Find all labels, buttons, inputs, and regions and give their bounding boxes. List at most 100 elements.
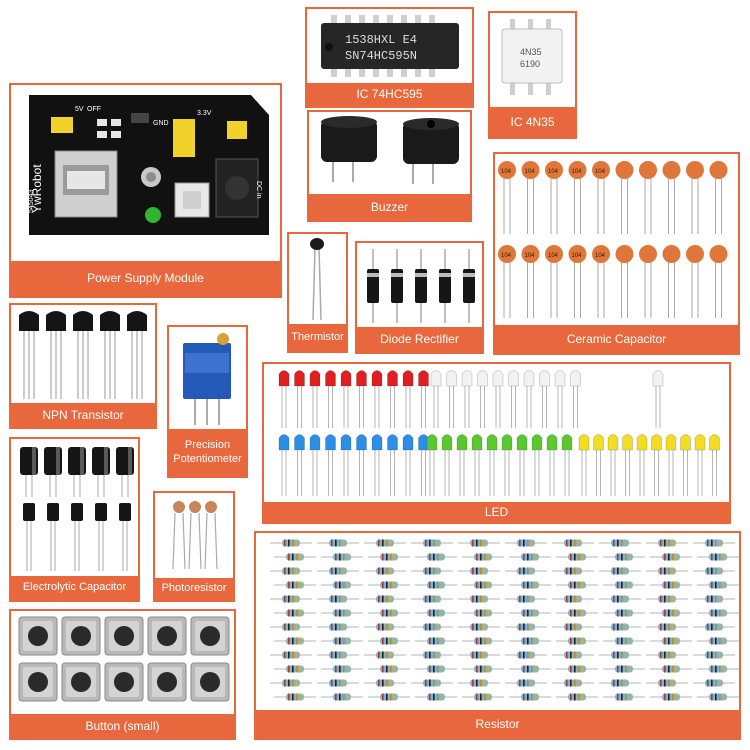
resistor	[415, 553, 457, 561]
resistor	[603, 553, 645, 561]
resistor	[462, 665, 504, 673]
precision-potentiometer-panel: Precision Potentiometer	[167, 325, 248, 478]
resistor	[462, 581, 504, 589]
led	[607, 434, 619, 496]
resistor	[368, 637, 410, 645]
resistor	[505, 567, 547, 575]
resistor	[693, 595, 735, 603]
resistor	[509, 693, 551, 701]
resistor	[646, 623, 688, 631]
resistor	[274, 581, 316, 589]
led	[441, 434, 453, 496]
resistor	[697, 665, 739, 673]
photoresistor-image	[155, 493, 233, 579]
resistor	[321, 581, 363, 589]
resistor	[599, 539, 641, 547]
thermistor-panel: Thermistor	[287, 232, 348, 353]
led	[651, 434, 662, 496]
resistor	[509, 637, 551, 645]
button-small-image	[11, 611, 234, 715]
led	[371, 370, 383, 428]
resistor	[693, 539, 735, 547]
potentiometer-image	[169, 327, 246, 431]
resistor	[552, 539, 594, 547]
resistor	[556, 665, 598, 673]
resistor	[650, 581, 692, 589]
diode	[391, 249, 403, 323]
npn-transistor	[73, 311, 93, 399]
ceramic-capacitor	[615, 245, 634, 318]
buzzer-panel: Buzzer	[307, 110, 472, 222]
resistor	[411, 623, 453, 631]
resistor	[321, 665, 363, 673]
resistor	[599, 651, 641, 659]
npn-transistor	[19, 311, 39, 399]
led	[694, 434, 706, 496]
resistor	[317, 539, 359, 547]
led	[278, 370, 290, 428]
resistor	[650, 637, 692, 645]
led	[278, 434, 290, 496]
resistor	[458, 623, 500, 631]
resistor	[650, 553, 692, 561]
resistor	[509, 665, 551, 673]
resistor	[317, 595, 359, 603]
ceramic-capacitor: 104	[498, 245, 516, 318]
board-brand-text: YwRobot	[30, 164, 44, 213]
led	[309, 370, 321, 428]
resistor	[411, 595, 453, 603]
led	[578, 434, 590, 496]
resistor	[552, 679, 594, 687]
electrolytic-capacitor	[68, 447, 86, 497]
npn-transistor-image	[11, 305, 155, 405]
resistor	[646, 679, 688, 687]
resistor	[364, 623, 406, 631]
resistor	[415, 609, 457, 617]
capacitor-code: 104	[595, 169, 606, 175]
led	[531, 434, 543, 496]
thermistor-image	[289, 234, 346, 326]
diode-rectifier-image	[357, 243, 482, 329]
ceramic-capacitor	[709, 245, 728, 318]
ic-4n35-image: 4N35 6190	[490, 13, 575, 109]
led	[356, 370, 367, 428]
led	[680, 434, 691, 496]
ceramic-capacitor: 104	[592, 245, 610, 318]
led	[652, 370, 664, 428]
ic-4n35-panel: 4N35 6190 IC 4N35	[488, 11, 577, 139]
resistor	[697, 693, 739, 701]
ceramic-capacitor	[615, 161, 634, 234]
led	[325, 434, 336, 496]
resistor	[270, 623, 312, 631]
resistor	[552, 595, 594, 603]
led	[622, 434, 633, 496]
resistor	[462, 553, 504, 561]
ceramic-capacitor: 104	[545, 161, 563, 234]
led	[539, 370, 550, 428]
diode	[367, 249, 379, 323]
resistor	[697, 609, 739, 617]
capacitor-code: 104	[572, 169, 583, 175]
resistor	[274, 637, 316, 645]
electrolytic-capacitor	[20, 447, 38, 497]
led	[523, 370, 535, 428]
electrolytic-capacitor	[71, 503, 83, 571]
diode-rectifier-label: Diode Rectifier	[357, 327, 482, 352]
push-button	[18, 616, 58, 656]
resistor	[274, 553, 316, 561]
resistor	[603, 637, 645, 645]
ceramic-capacitor	[662, 245, 681, 318]
led	[709, 434, 720, 496]
photoresistor-label: Photoresistor	[155, 578, 233, 600]
resistor	[505, 595, 547, 603]
ic-4n35-label: IC 4N35	[490, 107, 575, 137]
button-small-panel: Button (small)	[9, 609, 236, 740]
ic-74hc595-image: 1538HXL E4 SN74HC595N	[307, 9, 472, 85]
resistor	[552, 567, 594, 575]
npn-transistor	[127, 311, 147, 399]
resistor	[646, 595, 688, 603]
led	[570, 370, 581, 428]
ceramic-capacitor: 104	[568, 161, 587, 234]
led	[418, 370, 429, 428]
